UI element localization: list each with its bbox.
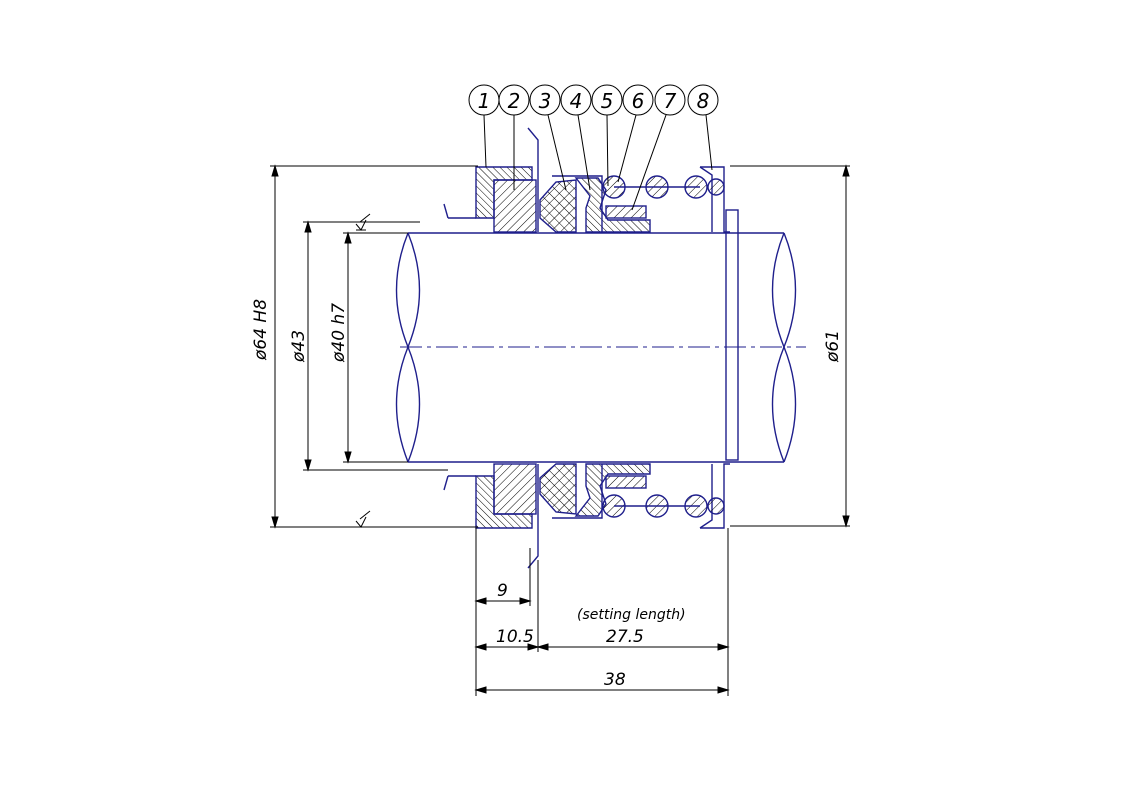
part-2-ring-upper bbox=[493, 179, 537, 233]
svg-text:2: 2 bbox=[508, 89, 521, 113]
part-5-retainer-lower bbox=[552, 464, 603, 519]
balloon-8: 8 bbox=[687, 84, 719, 171]
svg-text:6: 6 bbox=[632, 89, 645, 113]
balloon-5: 5 bbox=[591, 84, 623, 187]
spring-coil bbox=[707, 497, 725, 515]
spring-coil bbox=[707, 178, 725, 196]
dim-inner-diameter: ø43 bbox=[289, 330, 309, 363]
dim-seat-width: 9 bbox=[497, 581, 508, 601]
part-7-drive-lower bbox=[605, 475, 647, 489]
balloon-6: 6 bbox=[617, 84, 654, 183]
balloon-1: 1 bbox=[468, 84, 500, 168]
balloon-7: 7 bbox=[631, 84, 686, 211]
balloon-4: 4 bbox=[560, 84, 592, 191]
svg-text:8: 8 bbox=[697, 89, 710, 113]
svg-text:4: 4 bbox=[570, 89, 583, 113]
balloon-2: 2 bbox=[498, 84, 530, 190]
balloons: 1 2 3 4 5 6 7 bbox=[468, 84, 719, 211]
dim-seat-length: 10.5 bbox=[496, 627, 534, 647]
svg-text:3: 3 bbox=[539, 89, 552, 113]
svg-text:1: 1 bbox=[478, 89, 491, 113]
dim-working-length: 27.5 bbox=[606, 627, 644, 647]
part-3-face-lower bbox=[539, 463, 577, 515]
part-2-ring-lower bbox=[493, 463, 537, 515]
part-5-retainer-upper bbox=[552, 175, 603, 232]
dim-setting-length-note: (setting length) bbox=[577, 607, 686, 623]
part-7-drive-upper bbox=[605, 205, 647, 219]
dimensions bbox=[270, 164, 850, 696]
dim-shaft-diameter: ø40 h7 bbox=[329, 303, 349, 363]
dim-outer-diameter: ø61 bbox=[823, 330, 843, 363]
dim-bore-housing: ø64 H8 bbox=[251, 299, 271, 361]
housing bbox=[443, 127, 539, 569]
svg-text:5: 5 bbox=[601, 89, 614, 113]
seal-upper bbox=[475, 166, 739, 461]
part-3-face-upper bbox=[539, 179, 577, 233]
part-8-retainer-lower bbox=[700, 463, 730, 529]
svg-text:7: 7 bbox=[664, 89, 677, 113]
seal-lower bbox=[475, 463, 730, 529]
balloon-3: 3 bbox=[529, 84, 567, 191]
dim-overall-length: 38 bbox=[604, 670, 626, 690]
